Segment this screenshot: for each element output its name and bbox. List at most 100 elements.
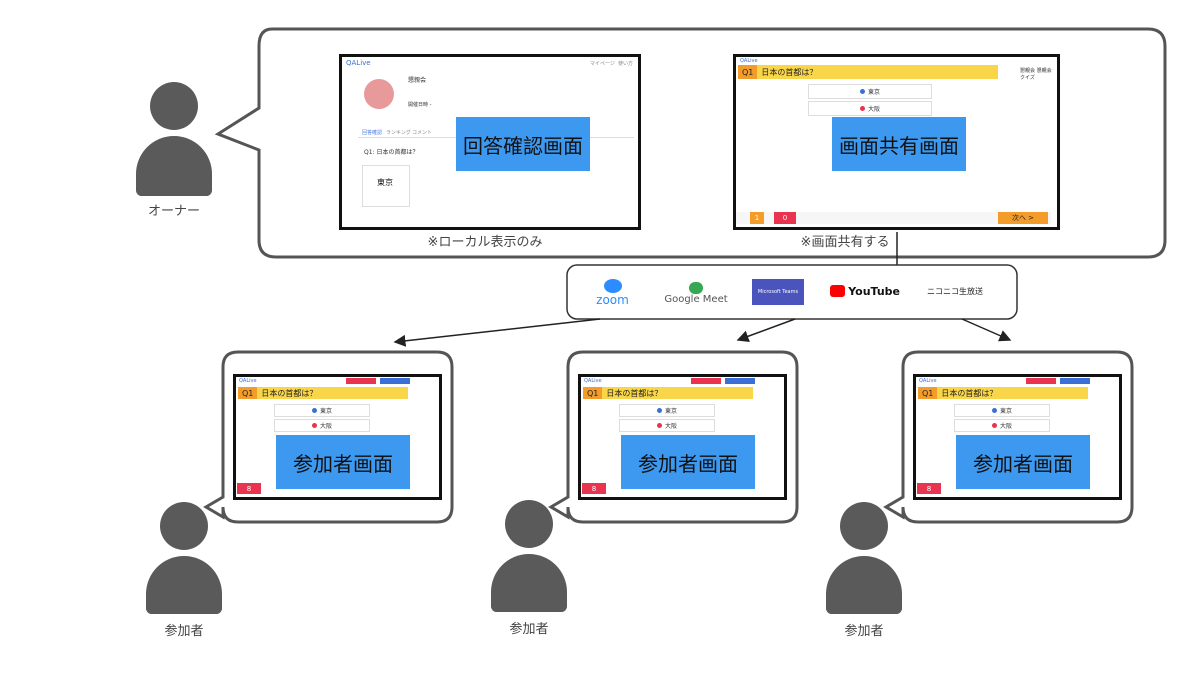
share-counter-a: 1 — [750, 212, 764, 224]
share-next-button[interactable]: 次へ > — [998, 212, 1048, 224]
share-q-number: Q1 — [738, 65, 758, 79]
participant-option-1[interactable]: 東京 — [619, 404, 715, 417]
participant-header-badge-2 — [380, 378, 410, 384]
participant-app-logo: QALive — [239, 378, 257, 384]
participant-option-1-label: 東京 — [664, 408, 677, 415]
participant-question-text: 日本の首都は？ — [606, 388, 663, 398]
participant-label: 参加者 — [164, 624, 204, 639]
participant-option-1[interactable]: 東京 — [274, 404, 370, 417]
participant-label: 参加者 — [509, 622, 549, 637]
participant-label: 参加者 — [844, 624, 884, 639]
participant-header-badge — [346, 378, 376, 384]
participant-app-logo: QALive — [919, 378, 937, 384]
answer-text: 東京 — [377, 178, 393, 187]
participant-person-icon — [146, 502, 222, 614]
arrow-to-participant-3 — [961, 318, 1012, 342]
participant-person-icon — [491, 500, 567, 612]
owner-person-icon — [136, 82, 212, 196]
participant-q-number: Q1 — [583, 387, 603, 399]
nav-mypage[interactable]: マイページ — [590, 61, 615, 67]
niconico-logo: ニコニコ生放送 — [924, 282, 986, 300]
participant-header-badge — [691, 378, 721, 384]
participant-screen: QALive Q1 日本の首都は？ 東京 大阪 8 参加者画面 — [578, 374, 787, 500]
answer-screen: QALive マイページ 使い方 懇親会 開催日時 - 回答確認 ランキング コ… — [339, 54, 641, 230]
participant-question-bar: Q1 日本の首都は？ — [238, 387, 408, 399]
participant-option-1-dot — [656, 408, 662, 413]
participant-option-2-dot — [656, 423, 662, 428]
participant-option-1-dot — [311, 408, 317, 413]
meet-icon — [689, 281, 703, 294]
share-option-2[interactable]: 大阪 — [808, 101, 932, 116]
participant-screen: QALive Q1 日本の首都は？ 東京 大阪 8 参加者画面 — [233, 374, 442, 500]
participant-screen-overlay: 参加者画面 — [276, 435, 410, 489]
monkey-avatar — [364, 79, 394, 109]
participant-option-2-label: 大阪 — [319, 423, 332, 430]
venue-title: 懇親会 — [408, 77, 427, 84]
share-screen-overlay: 画面共有画面 — [832, 117, 966, 171]
participant-option-2-dot — [991, 423, 997, 428]
participant-option-2-dot — [311, 423, 317, 428]
participant-q-number: Q1 — [238, 387, 258, 399]
tab-ranking[interactable]: ランキング — [386, 130, 411, 136]
option-2-dot — [859, 106, 865, 111]
participant-question-text: 日本の首都は？ — [941, 388, 998, 398]
app-logo: QALive — [346, 59, 371, 67]
zoom-logo: zoom — [585, 275, 640, 311]
participant-option-2[interactable]: 大阪 — [619, 419, 715, 432]
niconico-label: ニコニコ生放送 — [927, 286, 983, 296]
participant-person-icon — [826, 502, 902, 614]
share-option-1-label: 東京 — [867, 89, 880, 96]
share-option-2-label: 大阪 — [867, 106, 880, 113]
participant-screen-overlay: 参加者画面 — [956, 435, 1090, 489]
answer-card — [362, 165, 410, 207]
google-meet-label: Google Meet — [664, 293, 728, 305]
arrow-to-participant-2 — [736, 318, 796, 343]
participant-question-text: 日本の首都は？ — [261, 388, 318, 398]
participant-timer: 8 — [582, 483, 606, 494]
participant-option-1-label: 東京 — [999, 408, 1012, 415]
participant-option-2-label: 大阪 — [999, 423, 1012, 430]
share-side-title: 懇親会 懇親会クイズ — [1020, 68, 1052, 81]
youtube-play-icon — [830, 285, 846, 297]
share-footer — [736, 212, 1051, 224]
zoom-label: zoom — [596, 293, 629, 307]
participant-option-2[interactable]: 大阪 — [274, 419, 370, 432]
participant-header-badge-2 — [1060, 378, 1090, 384]
participant-header-badge-2 — [725, 378, 755, 384]
option-1-dot — [859, 89, 865, 94]
owner-label: オーナー — [147, 204, 200, 219]
participant-option-1[interactable]: 東京 — [954, 404, 1050, 417]
answer-screen-caption: ※ローカル表示のみ — [427, 235, 543, 250]
google-meet-logo: Google Meet — [660, 275, 732, 311]
share-question-bar: Q1 日本の首都は？ — [738, 65, 998, 79]
participant-header-badge — [1026, 378, 1056, 384]
arrow-to-participant-1 — [393, 318, 601, 347]
participant-option-2-label: 大阪 — [664, 423, 677, 430]
participant-screen: QALive Q1 日本の首都は？ 東京 大阪 8 参加者画面 — [913, 374, 1122, 500]
share-question-text: 日本の首都は？ — [761, 67, 818, 77]
answer-question: Q1: 日本の首都は？ — [364, 149, 419, 156]
teams-logo: Microsoft Teams — [752, 279, 804, 305]
participant-app-logo: QALive — [584, 378, 602, 384]
participant-option-1-dot — [991, 408, 997, 413]
share-screen-caption: ※画面共有する — [800, 235, 890, 250]
participant-option-1-label: 東京 — [319, 408, 332, 415]
share-option-1[interactable]: 東京 — [808, 84, 932, 99]
host-date: 開催日時 - — [408, 102, 432, 108]
participant-question-bar: Q1 日本の首都は？ — [583, 387, 753, 399]
zoom-camera-icon — [603, 279, 622, 293]
participant-q-number: Q1 — [918, 387, 938, 399]
youtube-label: YouTube — [848, 284, 900, 298]
participant-timer: 8 — [917, 483, 941, 494]
nav-howto[interactable]: 使い方 — [618, 61, 634, 67]
participant-option-2[interactable]: 大阪 — [954, 419, 1050, 432]
tab-answers[interactable]: 回答確認 — [362, 130, 383, 136]
answer-screen-overlay: 回答確認画面 — [456, 117, 590, 171]
tab-comments[interactable]: コメント — [412, 130, 433, 136]
share-app-logo: QALive — [740, 58, 758, 64]
participant-question-bar: Q1 日本の首都は？ — [918, 387, 1088, 399]
participant-screen-overlay: 参加者画面 — [621, 435, 755, 489]
youtube-logo: YouTube — [830, 280, 900, 302]
teams-label: Microsoft Teams — [757, 289, 799, 295]
participant-timer: 8 — [237, 483, 261, 494]
